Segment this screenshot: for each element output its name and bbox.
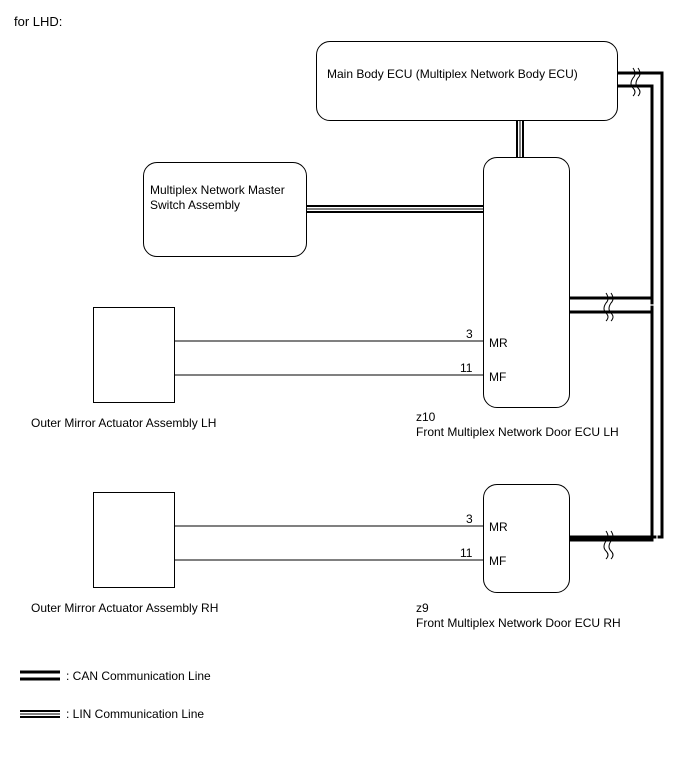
legend-lin-symbol xyxy=(20,710,60,718)
pin-num-rh-mf: 11 xyxy=(460,546,473,560)
door-ecu-lh-name: Front Multiplex Network Door ECU LH xyxy=(416,425,619,439)
master-switch-assembly: Multiplex Network Master Switch Assembly xyxy=(143,162,307,257)
door-ecu-rh: MR MF xyxy=(483,484,570,593)
pin-name-rh-mr: MR xyxy=(489,520,508,534)
pin-num-lh-mr: 3 xyxy=(466,327,473,341)
main-body-ecu: Main Body ECU (Multiplex Network Body EC… xyxy=(316,41,618,121)
pin-name-lh-mf: MF xyxy=(489,370,507,384)
door-ecu-rh-connector: z9 xyxy=(416,601,429,615)
main-body-ecu-label: Main Body ECU (Multiplex Network Body EC… xyxy=(327,67,578,81)
door-ecu-lh: MR MF xyxy=(483,157,570,408)
pin-num-lh-mf: 11 xyxy=(460,361,473,375)
lin-line-body-to-door-lh xyxy=(516,121,524,157)
door-ecu-rh-name: Front Multiplex Network Door ECU RH xyxy=(416,616,621,630)
pin-name-lh-mr: MR xyxy=(489,336,508,350)
pin-num-rh-mr: 3 xyxy=(466,512,473,526)
mirror-actuator-rh xyxy=(93,492,175,588)
pin-name-rh-mf: MF xyxy=(489,554,507,568)
diagram-title: for LHD: xyxy=(14,14,63,29)
door-ecu-lh-connector: z10 xyxy=(416,410,436,424)
can-line-body-ecu xyxy=(570,71,664,542)
legend-can-label: : CAN Communication Line xyxy=(66,669,211,683)
mirror-actuator-rh-label: Outer Mirror Actuator Assembly RH xyxy=(31,601,219,615)
break-mark-rh xyxy=(603,530,614,560)
lin-line-switch-to-door-lh xyxy=(307,205,483,213)
legend-can-symbol xyxy=(20,670,60,681)
mirror-actuator-lh xyxy=(93,307,175,403)
master-switch-label-1: Multiplex Network Master xyxy=(150,183,285,197)
break-mark-body xyxy=(630,67,641,97)
legend-lin-label: : LIN Communication Line xyxy=(66,707,205,721)
break-mark-lh xyxy=(603,292,614,322)
mirror-actuator-lh-label: Outer Mirror Actuator Assembly LH xyxy=(31,416,217,430)
master-switch-label-2: Switch Assembly xyxy=(150,198,241,212)
